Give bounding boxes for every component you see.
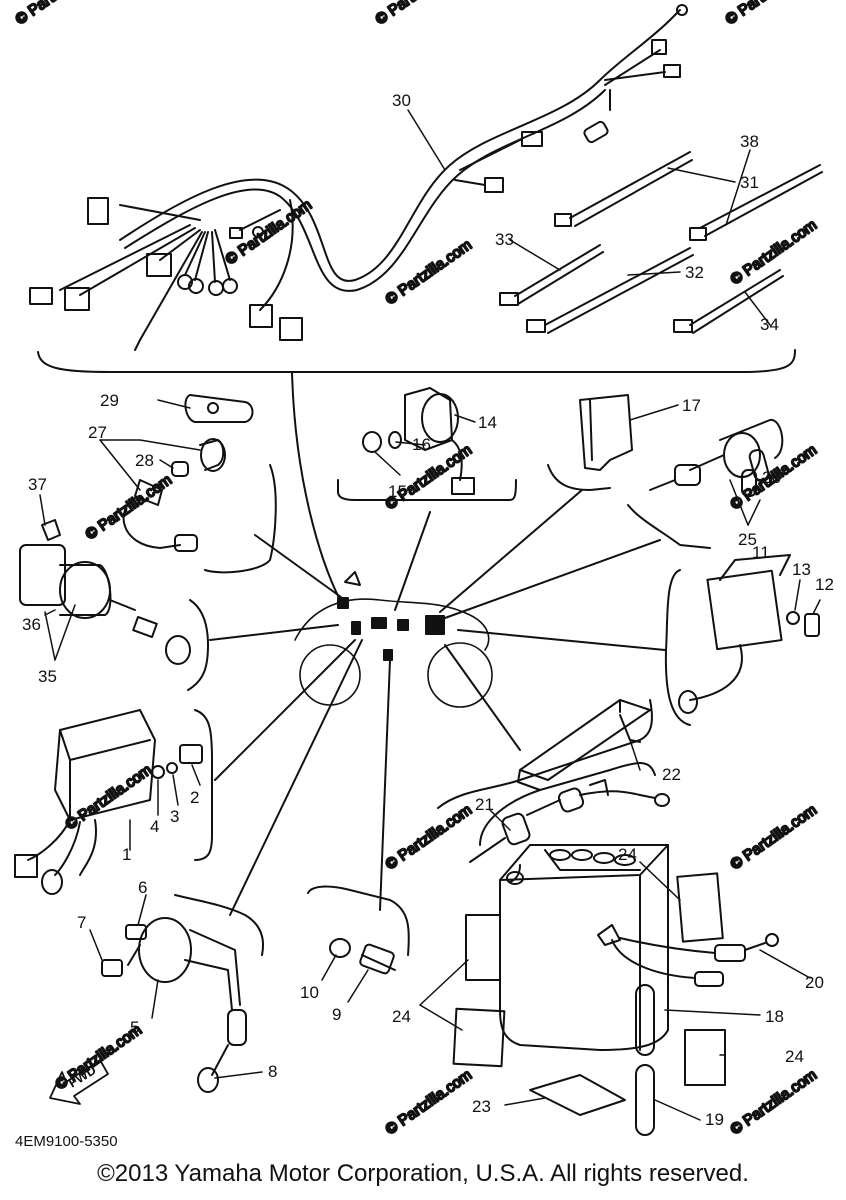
callout-36: 36 (22, 615, 41, 634)
watermark: © Partzilla.com (63, 761, 156, 833)
callout-11: 11 (752, 543, 770, 562)
callout-23: 23 (472, 1097, 491, 1116)
callout-30: 30 (392, 91, 411, 110)
watermark: © Partzilla.com (383, 801, 476, 873)
callout-labels: 30 38 31 33 32 34 29 27 28 37 14 16 15 1… (22, 91, 834, 1129)
callout-19: 19 (705, 1110, 724, 1129)
callout-9: 9 (332, 1005, 341, 1024)
part-group-11-13 (664, 554, 820, 726)
callout-24c: 24 (785, 1047, 804, 1066)
callout-18: 18 (765, 1007, 784, 1026)
part-group-9-10 (307, 885, 410, 975)
callout-5: 5 (130, 1018, 139, 1037)
watermark: © Partzilla.com (373, 0, 466, 28)
callout-37: 37 (28, 475, 47, 494)
watermark: © Partzilla.com (728, 1066, 821, 1138)
callout-16: 16 (412, 435, 431, 454)
watermark: © Partzilla.com (728, 801, 821, 873)
callout-1: 1 (122, 845, 131, 864)
callout-31: 31 (740, 173, 759, 192)
callout-24a: 24 (618, 845, 637, 864)
watermarks: © Partzilla.com © Partzilla.com © Partzi… (12, 0, 822, 1139)
callout-14: 14 (478, 413, 497, 432)
callout-28: 28 (135, 451, 154, 470)
callout-27: 27 (88, 423, 107, 442)
watermark: © Partzilla.com (223, 196, 316, 268)
callout-4: 4 (150, 817, 159, 836)
callout-3: 3 (170, 807, 179, 826)
callout-20: 20 (805, 973, 824, 992)
wire-harness (29, 4, 823, 373)
callout-38: 38 (740, 132, 759, 151)
callout-13: 13 (792, 560, 811, 579)
callout-leaders (39, 109, 821, 1121)
callout-21: 21 (475, 795, 494, 814)
watermark: © Partzilla.com (383, 236, 476, 308)
part-group-25-26 (627, 419, 784, 549)
callout-17: 17 (682, 396, 701, 415)
watermark: © Partzilla.com (13, 0, 106, 28)
watermark: © Partzilla.com (723, 0, 816, 28)
callout-2: 2 (190, 788, 199, 807)
callout-8: 8 (268, 1062, 277, 1081)
copyright-notice: ©2013 Yamaha Motor Corporation, U.S.A. A… (97, 1160, 749, 1187)
callout-6: 6 (138, 878, 147, 897)
part-group-14-16 (337, 387, 517, 501)
callout-32: 32 (685, 263, 704, 282)
vehicle-silhouette (209, 489, 666, 916)
part-group-5-8 (101, 894, 264, 1093)
fwd-arrow (49, 1059, 109, 1105)
callout-26: 26 (762, 468, 781, 487)
callout-12: 12 (815, 575, 834, 594)
callout-34: 34 (760, 315, 779, 334)
callout-24b: 24 (392, 1007, 411, 1026)
callout-15: 15 (388, 482, 407, 501)
part-group-27-29 (122, 394, 277, 574)
part-group-35-37 (19, 519, 209, 691)
part-code: 4EM9100-5350 (15, 1133, 118, 1150)
callout-22: 22 (662, 765, 681, 784)
callout-33: 33 (495, 230, 514, 249)
watermark: © Partzilla.com (728, 216, 821, 288)
watermark: © Partzilla.com (383, 1066, 476, 1138)
callout-29: 29 (100, 391, 119, 410)
callout-7: 7 (77, 913, 86, 932)
callout-25: 25 (738, 530, 757, 549)
part-group-18-24 (437, 699, 779, 1136)
part-17 (547, 394, 633, 491)
callout-10: 10 (300, 983, 319, 1002)
part-group-1-4 (14, 709, 213, 895)
callout-35: 35 (38, 667, 57, 686)
